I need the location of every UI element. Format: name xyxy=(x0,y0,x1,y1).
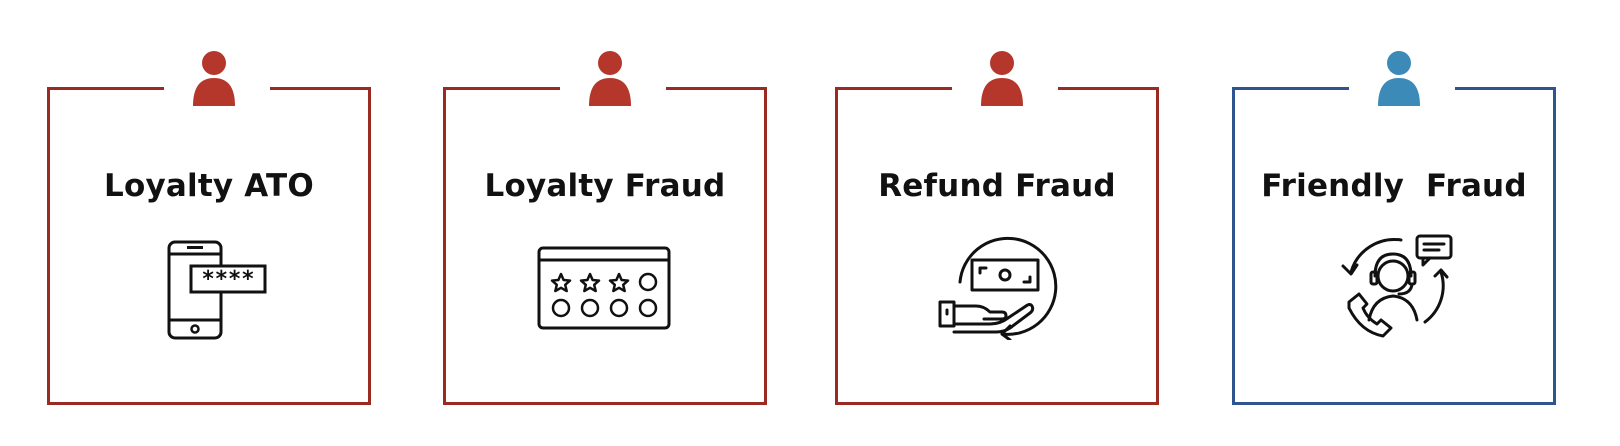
customer-support-icon xyxy=(1235,230,1553,340)
card-friendly-fraud: Friendly Fraud xyxy=(1232,51,1556,405)
user-icon xyxy=(193,51,235,106)
user-icon xyxy=(981,51,1023,106)
user-icon xyxy=(589,51,631,106)
card-loyalty-ato: Loyalty ATO **** xyxy=(47,51,371,405)
card-title: Loyalty ATO xyxy=(104,168,314,204)
hand-money-refund-icon xyxy=(838,230,1156,340)
phone-password-icon: **** xyxy=(50,230,368,340)
star-rating-card-icon xyxy=(446,230,764,340)
card-title: Refund Fraud xyxy=(878,168,1116,204)
card-refund-fraud: Refund Fraud xyxy=(835,51,1159,405)
password-mask: **** xyxy=(202,267,255,292)
card-loyalty-fraud: Loyalty Fraud xyxy=(443,51,767,405)
user-icon xyxy=(1378,51,1420,106)
card-title: Loyalty Fraud xyxy=(484,168,726,204)
card-title: Friendly Fraud xyxy=(1261,168,1527,204)
